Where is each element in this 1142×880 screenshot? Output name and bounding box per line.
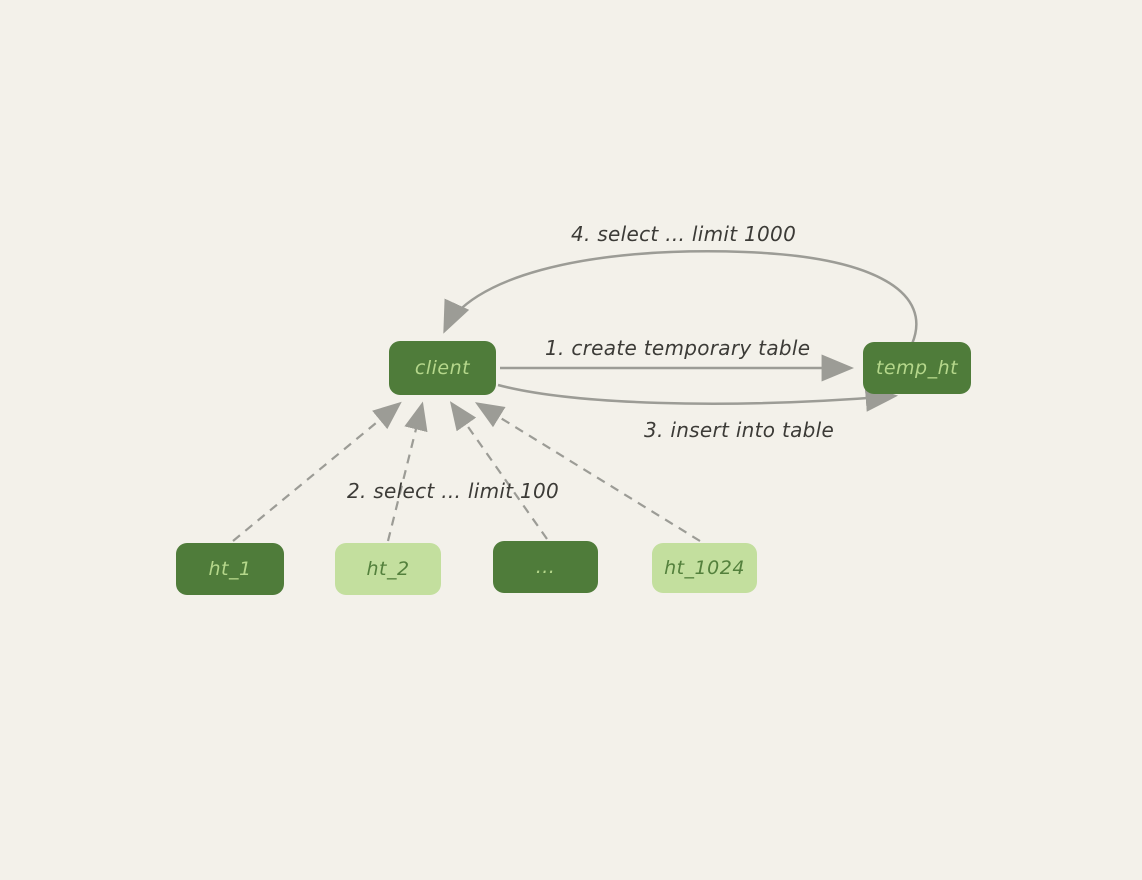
edge-step3-label: 3. insert into table	[644, 418, 835, 442]
dashed-connector-ht-2	[386, 401, 428, 542]
node-ht-1: ht_1	[176, 543, 284, 595]
node-temp-ht: temp_ht	[863, 342, 971, 394]
dashed-connector-ht-1	[232, 401, 402, 542]
edge-step3-curve	[497, 383, 899, 412]
edge-step4-arc	[443, 250, 918, 345]
edge-step1-label: 1. create temporary table	[545, 336, 811, 360]
node-ht-ellipsis: ...	[493, 541, 598, 593]
node-ht-1024: ht_1024	[652, 543, 757, 593]
edge-step2-label: 2. select ... limit 100	[347, 479, 560, 503]
node-client: client	[389, 341, 496, 395]
dashed-connector-ht-dots	[449, 401, 548, 540]
dashed-connector-ht-1024	[474, 402, 701, 542]
edge-step4-label: 4. select ... limit 1000	[571, 222, 797, 246]
node-ht-2: ht_2	[335, 543, 441, 595]
